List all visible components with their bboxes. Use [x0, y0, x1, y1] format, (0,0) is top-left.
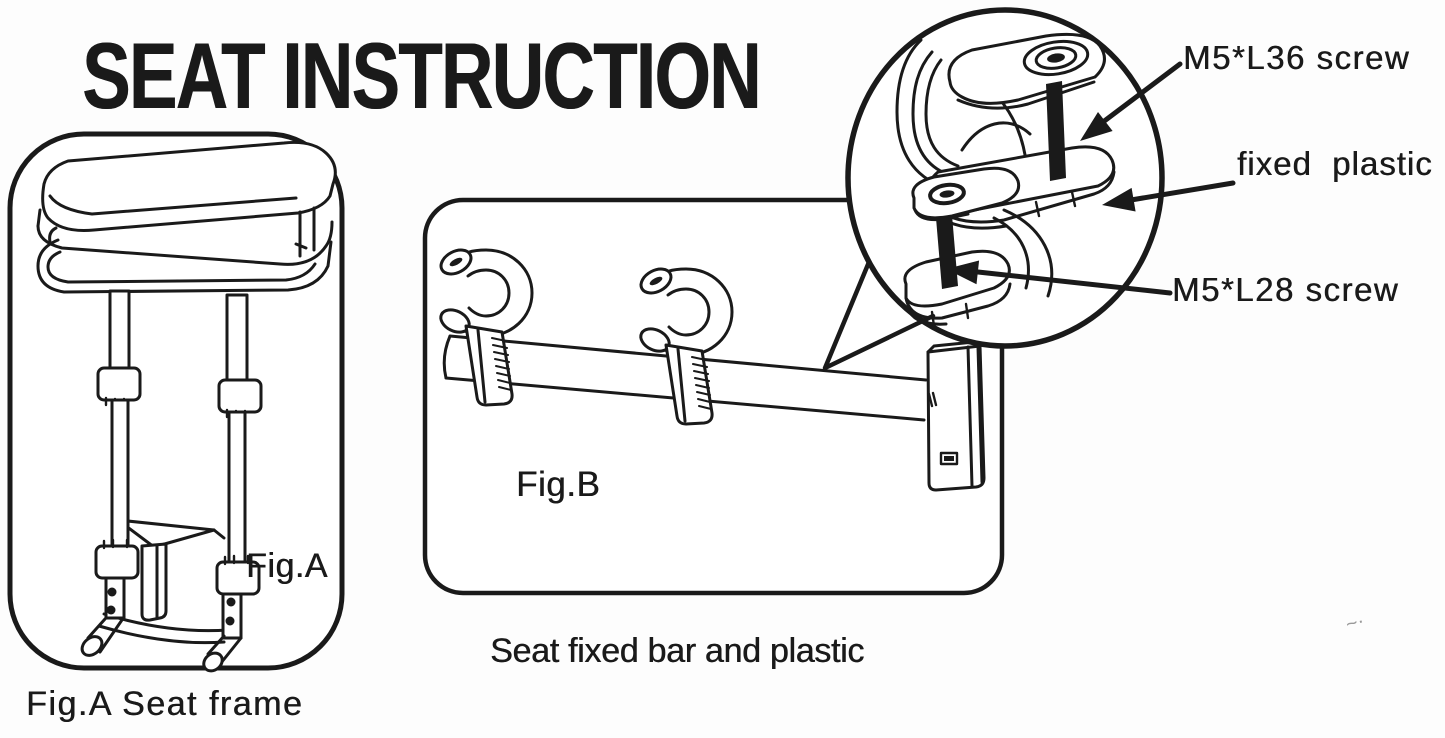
- figure-b-caption: Seat fixed bar and plastic: [490, 632, 864, 670]
- magnifier-callout: [822, 7, 1165, 371]
- clamp-hook: [439, 248, 534, 407]
- m5-l36-screw: [1046, 81, 1066, 181]
- figure-b-label: Fig.B: [516, 465, 601, 504]
- magnifier-tail: [825, 262, 933, 368]
- m5-l36-screw-label: M5*L36 screw: [1183, 39, 1411, 76]
- m5-l28-screw-label: M5*L28 screw: [1172, 271, 1400, 308]
- clamp-serration: [491, 337, 512, 391]
- fixed-bar-drawing-icon: [439, 248, 986, 492]
- clamp-magnified-drawing-icon: [895, 32, 1116, 328]
- figure-a-label: Fig.A: [246, 547, 328, 585]
- seat-tray: [36, 238, 333, 294]
- left-foot: [80, 635, 104, 657]
- screw-head: [1022, 39, 1090, 77]
- figure-a-panel: [7, 131, 345, 673]
- right-leg: [202, 293, 263, 673]
- seat-cushion: [41, 141, 337, 232]
- right-foot: [202, 651, 224, 673]
- fixed-plastic-arrow: [1102, 180, 1236, 212]
- figure-a-border: [7, 131, 345, 671]
- m5-l28-arrow: [946, 260, 1173, 296]
- figure-a-caption: Fig.A Seat frame: [26, 685, 304, 723]
- clamp-lower-pad: [911, 166, 1021, 222]
- center-platform: [116, 518, 216, 549]
- seat-frame-drawing-icon: [36, 141, 337, 673]
- center-post: [140, 542, 168, 622]
- leader-arrows: [946, 61, 1236, 296]
- fixed-plastic-label: fixed plastic: [1237, 145, 1433, 182]
- plastic-bracket: [926, 339, 986, 492]
- m5-l36-arrow: [1080, 61, 1183, 141]
- page-title: SEAT INSTRUCTION: [82, 23, 761, 128]
- left-leg: [80, 289, 142, 657]
